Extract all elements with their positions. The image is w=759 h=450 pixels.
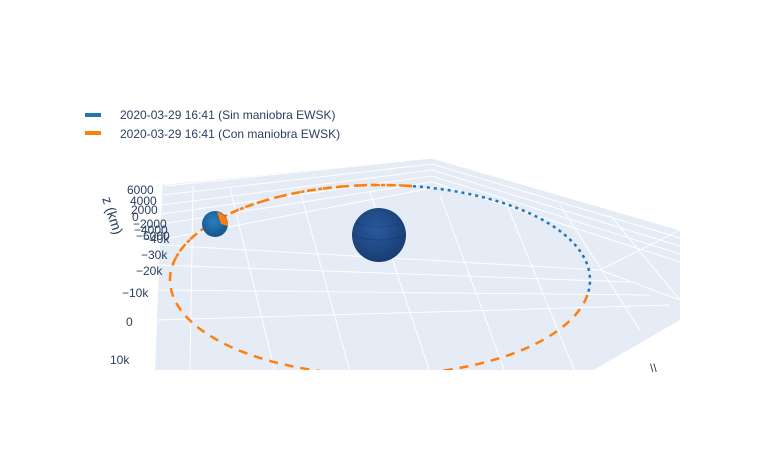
grid-line (609, 214, 680, 301)
moon-sphere[interactable] (202, 211, 229, 237)
grid-line (161, 175, 433, 215)
grid-line (439, 194, 505, 370)
grid-line (599, 269, 680, 301)
z-tick-label: −2000 (133, 217, 167, 231)
grid-line (156, 304, 671, 321)
y-tick-label: −10k (122, 286, 149, 300)
z-tick-label: −4000 (134, 223, 168, 237)
earth-sphere[interactable] (351, 208, 407, 262)
x-axis-hint: \\ (650, 361, 657, 375)
orbit-layer (168, 183, 592, 370)
grid-line (159, 184, 163, 241)
grid-line (559, 204, 641, 331)
grid-line (189, 185, 194, 370)
z-axis-title: z (km) (99, 194, 126, 236)
grid-line (162, 163, 433, 196)
legend[interactable]: 2020-03-29 16:41 (Sin maniobra EWSK) 202… (85, 108, 340, 141)
legend-item-sin-maniobra[interactable]: 2020-03-29 16:41 (Sin maniobra EWSK) (85, 108, 335, 122)
grid-line (431, 181, 680, 263)
back-wall (160, 158, 680, 300)
grid-line (229, 187, 276, 370)
y-tick-label: 10k (110, 353, 130, 367)
z-tick-label: 0 (132, 210, 139, 224)
grid-line (504, 199, 575, 370)
z-tick-label: 2000 (131, 203, 158, 217)
legend-item-con-maniobra[interactable]: 2020-03-29 16:41 (Con maniobra EWSK) (85, 127, 340, 141)
legend-label-con-maniobra: 2020-03-29 16:41 (Con maniobra EWSK) (120, 127, 340, 141)
grid-line (431, 175, 680, 255)
z-tick-label: 4000 (130, 194, 157, 208)
z-tick-label: 6000 (127, 183, 154, 197)
series-sin-maniobra-line[interactable] (412, 184, 592, 296)
grid-line (164, 157, 433, 187)
y-tick-label: −20k (136, 264, 163, 278)
y-tick-label: −40k (143, 232, 170, 246)
grid-line (161, 169, 433, 206)
legend-label-sin-maniobra: 2020-03-29 16:41 (Sin maniobra EWSK) (120, 108, 335, 122)
grid-line (299, 189, 350, 370)
y-axis-ticks: −40k −30k −20k −10k 0 10k (110, 232, 170, 367)
z-tick-label: −6000 (136, 229, 170, 243)
y-tick-label: 0 (126, 315, 133, 329)
y-tick-label: −30k (141, 248, 168, 262)
grid-line (158, 264, 631, 283)
series-con-maniobra-line[interactable] (171, 183, 413, 266)
floor-pane (155, 240, 680, 370)
grid-line (431, 157, 680, 231)
scene[interactable] (155, 157, 680, 375)
grid-line (431, 169, 680, 247)
grid-line (599, 229, 680, 271)
grid-line (431, 163, 680, 239)
